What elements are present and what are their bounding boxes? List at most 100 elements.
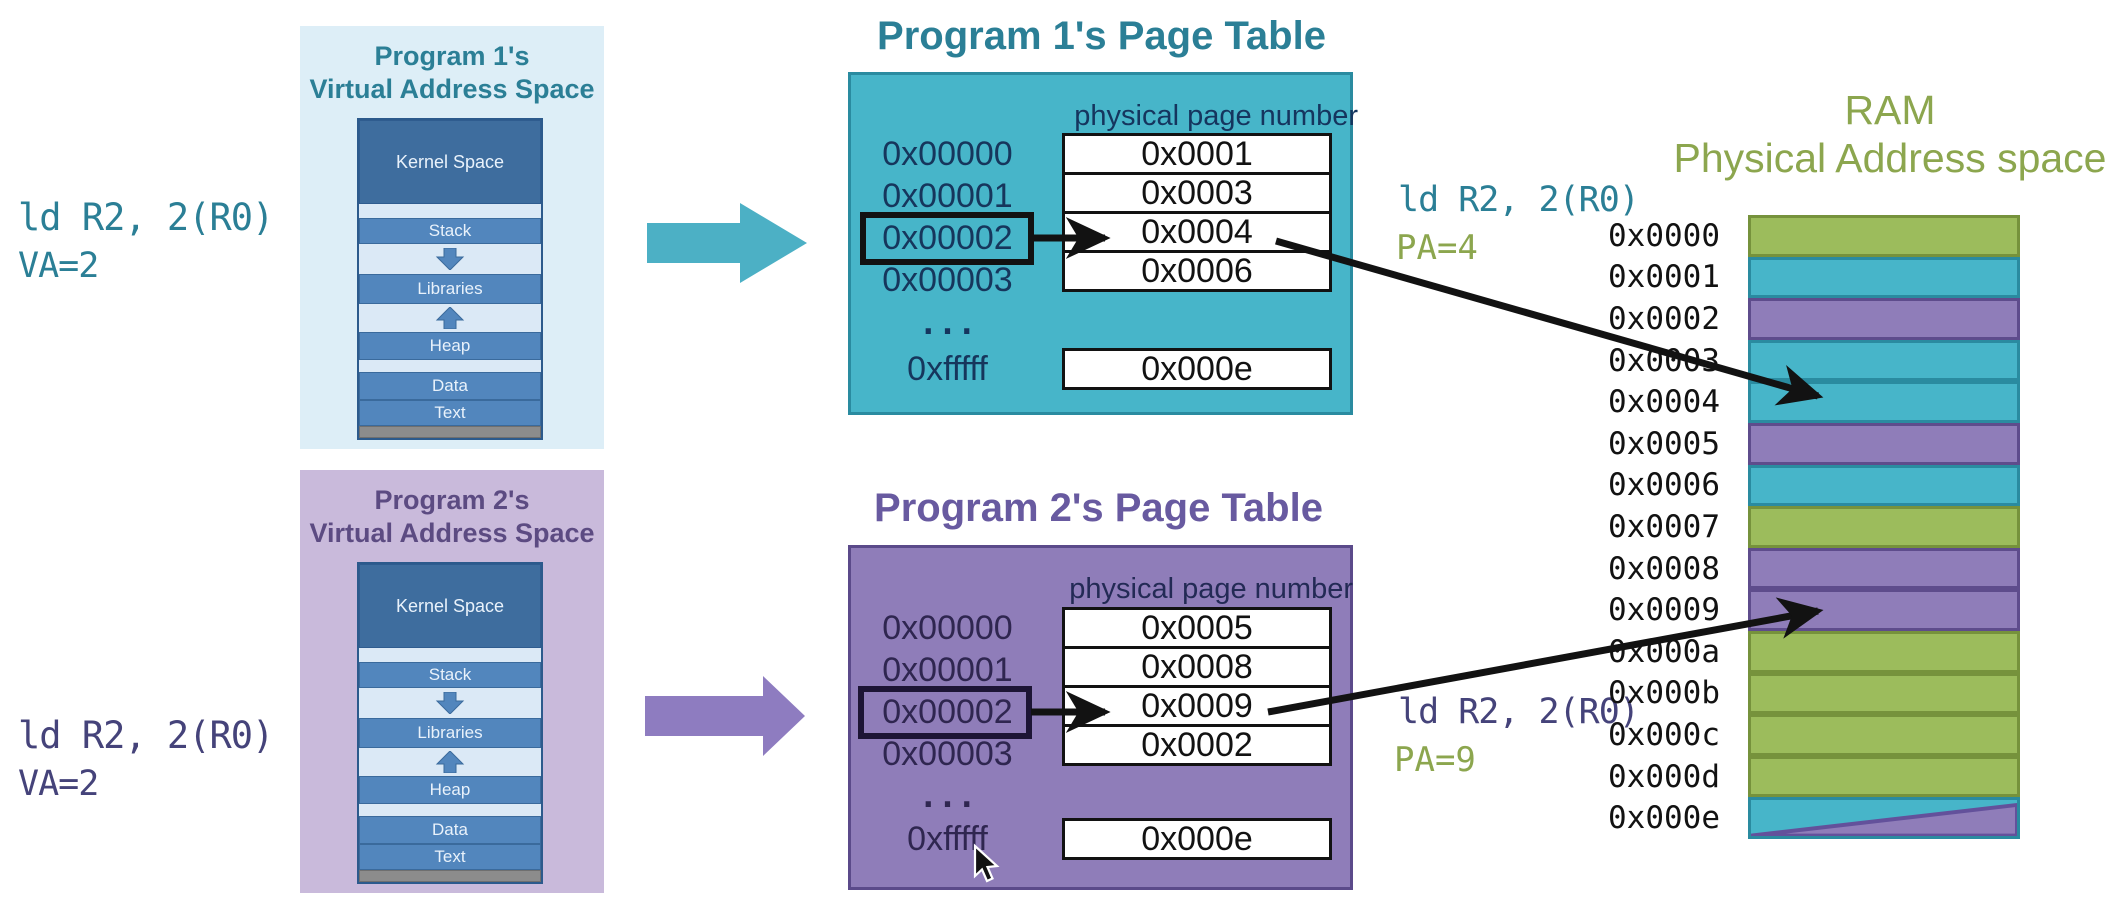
program1-result-instruction: ld R2, 2(R0): [1398, 180, 1640, 220]
program1-pa-label: PA=4: [1396, 228, 1478, 268]
pt1-ppn-2: 0x0004: [1062, 211, 1332, 253]
ram-physical-memory: [1748, 215, 2020, 839]
vas-stack-growth-gap: [359, 688, 541, 718]
pt2-ellipsis: ...: [918, 777, 977, 815]
vas1-to-pt1-block-arrow-icon: [647, 203, 807, 283]
ram-addr: 0x0000: [1608, 217, 1720, 254]
pt1-to-ram-arrow-icon: [1275, 237, 1824, 406]
program2-vas-title-line2: Virtual Address Space: [309, 517, 595, 548]
pt1-ppn-1: 0x0003: [1062, 172, 1332, 214]
ram-addr: 0x000b: [1608, 675, 1720, 712]
program1-page-table-title: Program 1's Page Table: [877, 14, 1326, 58]
ram-title: RAM Physical Address space: [1655, 86, 2118, 183]
program2-page-table-title: Program 2's Page Table: [874, 486, 1323, 530]
ram-addr: 0x0005: [1608, 425, 1720, 462]
vas-heap-growth-gap: [359, 748, 541, 776]
split-page-triangle-icon: [1751, 803, 2017, 836]
vas-segment-heap: Heap: [359, 332, 541, 360]
vas2-to-pt2-block-arrow-icon: [645, 676, 805, 756]
ram-row-split: [1748, 797, 2020, 839]
pt1-ellipsis: ...: [918, 304, 977, 342]
pt1-va-1: 0x00001: [882, 176, 1013, 215]
ram-addr: 0x000e: [1608, 800, 1720, 837]
down-arrow-icon: [435, 248, 465, 270]
down-arrow-icon: [435, 692, 465, 714]
ram-row: [1748, 256, 2020, 299]
ram-title-line1: RAM: [1844, 87, 1936, 133]
vas-segment-data: Data: [359, 816, 541, 844]
pt1-ppn-last: 0x000e: [1062, 348, 1332, 390]
vas-gap: [359, 648, 541, 662]
ram-addr: 0x000d: [1608, 758, 1720, 795]
ram-address-column: 0x0000 0x0001 0x0002 0x0003 0x0004 0x000…: [1570, 215, 1730, 839]
ram-addr: 0x0001: [1608, 259, 1720, 296]
ram-addr: 0x0007: [1608, 508, 1720, 545]
ram-addr: 0x0008: [1608, 550, 1720, 587]
program2-pa-label: PA=9: [1394, 740, 1476, 780]
pt1-va-3: 0x00003: [882, 260, 1013, 299]
vas-segment-libraries: Libraries: [359, 274, 541, 304]
pt2-va-3: 0x00003: [882, 734, 1013, 773]
vas-gap: [359, 360, 541, 372]
ram-row: [1748, 298, 2020, 340]
program1-vas-title-line1: Program 1's: [374, 41, 530, 71]
vas-reserved-band: [359, 870, 541, 882]
pt2-ppn-2: 0x0009: [1062, 685, 1332, 727]
program1-vas-title: Program 1's Virtual Address Space: [300, 40, 604, 106]
ram-addr: 0x0004: [1608, 384, 1720, 421]
vas-gap: [359, 204, 541, 218]
program2-vas-title: Program 2's Virtual Address Space: [300, 484, 604, 550]
vas-segment-libraries: Libraries: [359, 718, 541, 748]
pt1-ppn-3: 0x0006: [1062, 250, 1332, 292]
ram-row: [1748, 672, 2020, 715]
program2-vas-map: Kernel Space Stack Libraries Heap Data T…: [357, 562, 543, 884]
program1-instruction: ld R2, 2(R0): [18, 196, 274, 239]
vas-segment-text: Text: [359, 844, 541, 870]
vas-segment-stack: Stack: [359, 218, 541, 244]
vas-gap: [359, 804, 541, 816]
ram-row: [1748, 381, 2020, 423]
vas-segment-data: Data: [359, 372, 541, 400]
program2-va-label: VA=2: [18, 764, 99, 804]
ram-addr: 0x000c: [1608, 716, 1720, 753]
program2-instruction: ld R2, 2(R0): [18, 714, 274, 757]
ram-row: [1748, 714, 2020, 756]
ram-row: [1748, 422, 2020, 465]
pt1-va-2-highlighted: 0x00002: [882, 218, 1013, 257]
vas-stack-growth-gap: [359, 244, 541, 274]
ram-row: [1748, 630, 2020, 673]
pt1-va-last: 0xfffff: [907, 349, 988, 388]
vas-segment-text: Text: [359, 400, 541, 426]
up-arrow-icon: [435, 751, 465, 773]
vas-segment-stack: Stack: [359, 662, 541, 688]
program2-vas-title-line1: Program 2's: [374, 485, 530, 515]
pt2-ppn-1: 0x0008: [1062, 646, 1332, 688]
ram-addr: 0x0006: [1608, 467, 1720, 504]
pt2-va-last: 0xfffff: [907, 819, 988, 858]
program1-va-label: VA=2: [18, 246, 99, 286]
vas-segment-kernel: Kernel Space: [359, 564, 541, 648]
program2-ppn-header: physical page number: [1069, 573, 1353, 605]
ram-row: [1748, 464, 2020, 507]
ram-row: [1748, 755, 2020, 798]
vas-heap-growth-gap: [359, 304, 541, 332]
ram-addr: 0x0009: [1608, 592, 1720, 629]
program1-vas-map: Kernel Space Stack Libraries Heap Data T…: [357, 118, 543, 440]
pt1-va-0: 0x00000: [882, 134, 1013, 173]
ram-row: [1748, 215, 2020, 257]
ram-addr: 0x0003: [1608, 342, 1720, 379]
vas-segment-kernel: Kernel Space: [359, 120, 541, 204]
program1-ppn-header: physical page number: [1074, 100, 1358, 132]
ram-row: [1748, 506, 2020, 548]
program2-vas-panel: Program 2's Virtual Address Space Kernel…: [300, 470, 604, 893]
ram-row: [1748, 589, 2020, 631]
pt2-ppn-3: 0x0002: [1062, 724, 1332, 766]
ram-addr: 0x0002: [1608, 300, 1720, 337]
program1-vas-title-line2: Virtual Address Space: [309, 73, 595, 104]
vas-reserved-band: [359, 426, 541, 438]
pt2-va-1: 0x00001: [882, 650, 1013, 689]
vas-segment-heap: Heap: [359, 776, 541, 804]
program1-vas-panel: Program 1's Virtual Address Space Kernel…: [300, 26, 604, 449]
pt2-va-2-highlighted: 0x00002: [882, 692, 1013, 731]
